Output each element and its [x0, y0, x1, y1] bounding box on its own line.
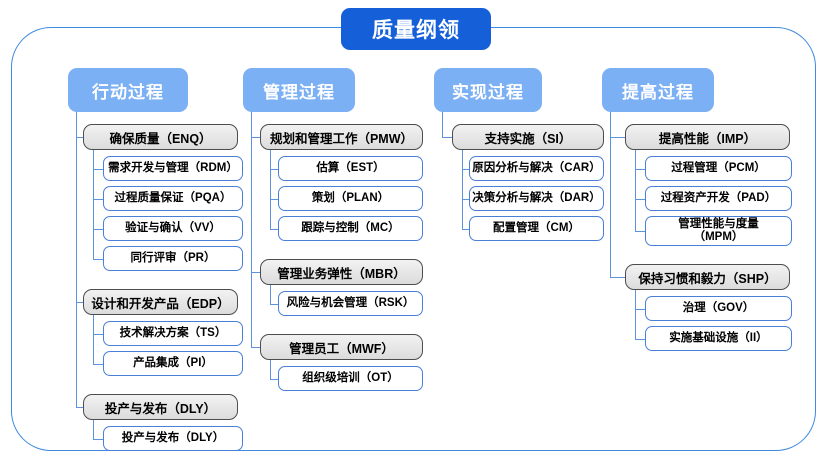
connector-vertical	[270, 150, 272, 229]
connector-horizontal	[462, 168, 469, 170]
leaf-box-3-1-3[interactable]: 配置管理（CM）	[469, 216, 604, 241]
connector-horizontal	[76, 302, 83, 304]
leaf-box-3-1-2[interactable]: 决策分析与解决（DAR）	[469, 186, 604, 211]
connector-horizontal	[635, 338, 645, 340]
group-box-1-3[interactable]: 投产与发布（DLY）	[83, 394, 238, 420]
connector-horizontal	[93, 228, 103, 230]
connector-vertical	[442, 112, 444, 137]
leaf-box-3-1-1[interactable]: 原因分析与解决（CAR）	[469, 156, 604, 181]
connector-horizontal	[93, 168, 103, 170]
connector-vertical	[270, 285, 272, 304]
leaf-box-2-1-3[interactable]: 跟踪与控制（MC）	[278, 216, 423, 241]
leaf-box-4-1-2[interactable]: 过程资产开发（PAD）	[645, 186, 792, 211]
connector-horizontal	[270, 198, 278, 200]
group-box-3-1[interactable]: 支持实施（SI）	[452, 124, 604, 150]
leaf-box-1-3-1[interactable]: 投产与发布（DLY）	[103, 426, 243, 451]
connector-vertical	[251, 112, 253, 347]
column-header-2[interactable]: 管理过程	[243, 68, 355, 112]
leaf-box-4-1-3[interactable]: 管理性能与度量（MPM）	[645, 216, 792, 246]
connector-horizontal	[270, 378, 278, 380]
connector-vertical	[93, 150, 95, 259]
connector-vertical	[635, 290, 637, 339]
group-box-1-2[interactable]: 设计和开发产品（EDP）	[83, 289, 238, 315]
connector-horizontal	[270, 168, 278, 170]
group-box-4-2[interactable]: 保持习惯和毅力（SHP）	[625, 264, 790, 290]
leaf-box-1-1-3[interactable]: 验证与确认（VV）	[103, 216, 243, 241]
connector-horizontal	[93, 438, 103, 440]
leaf-box-1-1-2[interactable]: 过程质量保证（PQA）	[103, 186, 243, 211]
group-box-2-1[interactable]: 规划和管理工作（PMW）	[260, 124, 423, 150]
group-box-2-3[interactable]: 管理员工（MWF）	[260, 334, 423, 360]
connector-horizontal	[93, 258, 103, 260]
connector-horizontal	[76, 407, 83, 409]
leaf-box-4-1-1[interactable]: 过程管理（PCM）	[645, 156, 792, 181]
connector-horizontal	[610, 137, 625, 139]
connector-vertical	[610, 112, 612, 277]
leaf-box-2-1-1[interactable]: 估算（EST）	[278, 156, 423, 181]
connector-horizontal	[251, 272, 260, 274]
connector-vertical	[93, 420, 95, 439]
group-box-1-1[interactable]: 确保质量（ENQ）	[83, 124, 238, 150]
leaf-box-1-2-2[interactable]: 产品集成（PI）	[103, 351, 243, 376]
connector-horizontal	[270, 228, 278, 230]
leaf-box-2-3-1[interactable]: 组织级培训（OT）	[278, 366, 423, 391]
group-box-2-2[interactable]: 管理业务弹性（MBR）	[260, 259, 423, 285]
connector-horizontal	[635, 231, 645, 233]
column-header-4[interactable]: 提高过程	[602, 68, 714, 112]
leaf-box-1-1-1[interactable]: 需求开发与管理（RDM）	[103, 156, 243, 181]
leaf-box-2-1-2[interactable]: 策划（PLAN）	[278, 186, 423, 211]
connector-horizontal	[462, 198, 469, 200]
connector-horizontal	[270, 303, 278, 305]
connector-horizontal	[610, 277, 625, 279]
connector-horizontal	[635, 168, 645, 170]
column-header-1[interactable]: 行动过程	[68, 68, 188, 112]
connector-vertical	[93, 315, 95, 364]
connector-horizontal	[93, 333, 103, 335]
connector-horizontal	[635, 308, 645, 310]
column-header-3[interactable]: 实现过程	[434, 68, 542, 112]
connector-horizontal	[93, 363, 103, 365]
group-box-4-1[interactable]: 提高性能（IMP）	[625, 124, 790, 150]
connector-vertical	[270, 360, 272, 379]
connector-horizontal	[251, 347, 260, 349]
leaf-box-4-2-1[interactable]: 治理（GOV）	[645, 296, 792, 321]
leaf-box-1-1-4[interactable]: 同行评审（PR）	[103, 246, 243, 271]
leaf-box-1-2-1[interactable]: 技术解决方案（TS）	[103, 321, 243, 346]
connector-horizontal	[442, 137, 452, 139]
connector-vertical	[462, 150, 464, 229]
connector-horizontal	[76, 137, 83, 139]
connector-horizontal	[635, 198, 645, 200]
leaf-box-4-2-2[interactable]: 实施基础设施（II）	[645, 326, 792, 351]
connector-horizontal	[462, 228, 469, 230]
connector-horizontal	[93, 198, 103, 200]
connector-vertical	[635, 150, 637, 231]
connector-horizontal	[251, 137, 260, 139]
diagram-title: 质量纲领	[341, 8, 491, 50]
leaf-box-2-2-1[interactable]: 风险与机会管理（RSK）	[278, 291, 423, 316]
connector-vertical	[76, 112, 78, 407]
